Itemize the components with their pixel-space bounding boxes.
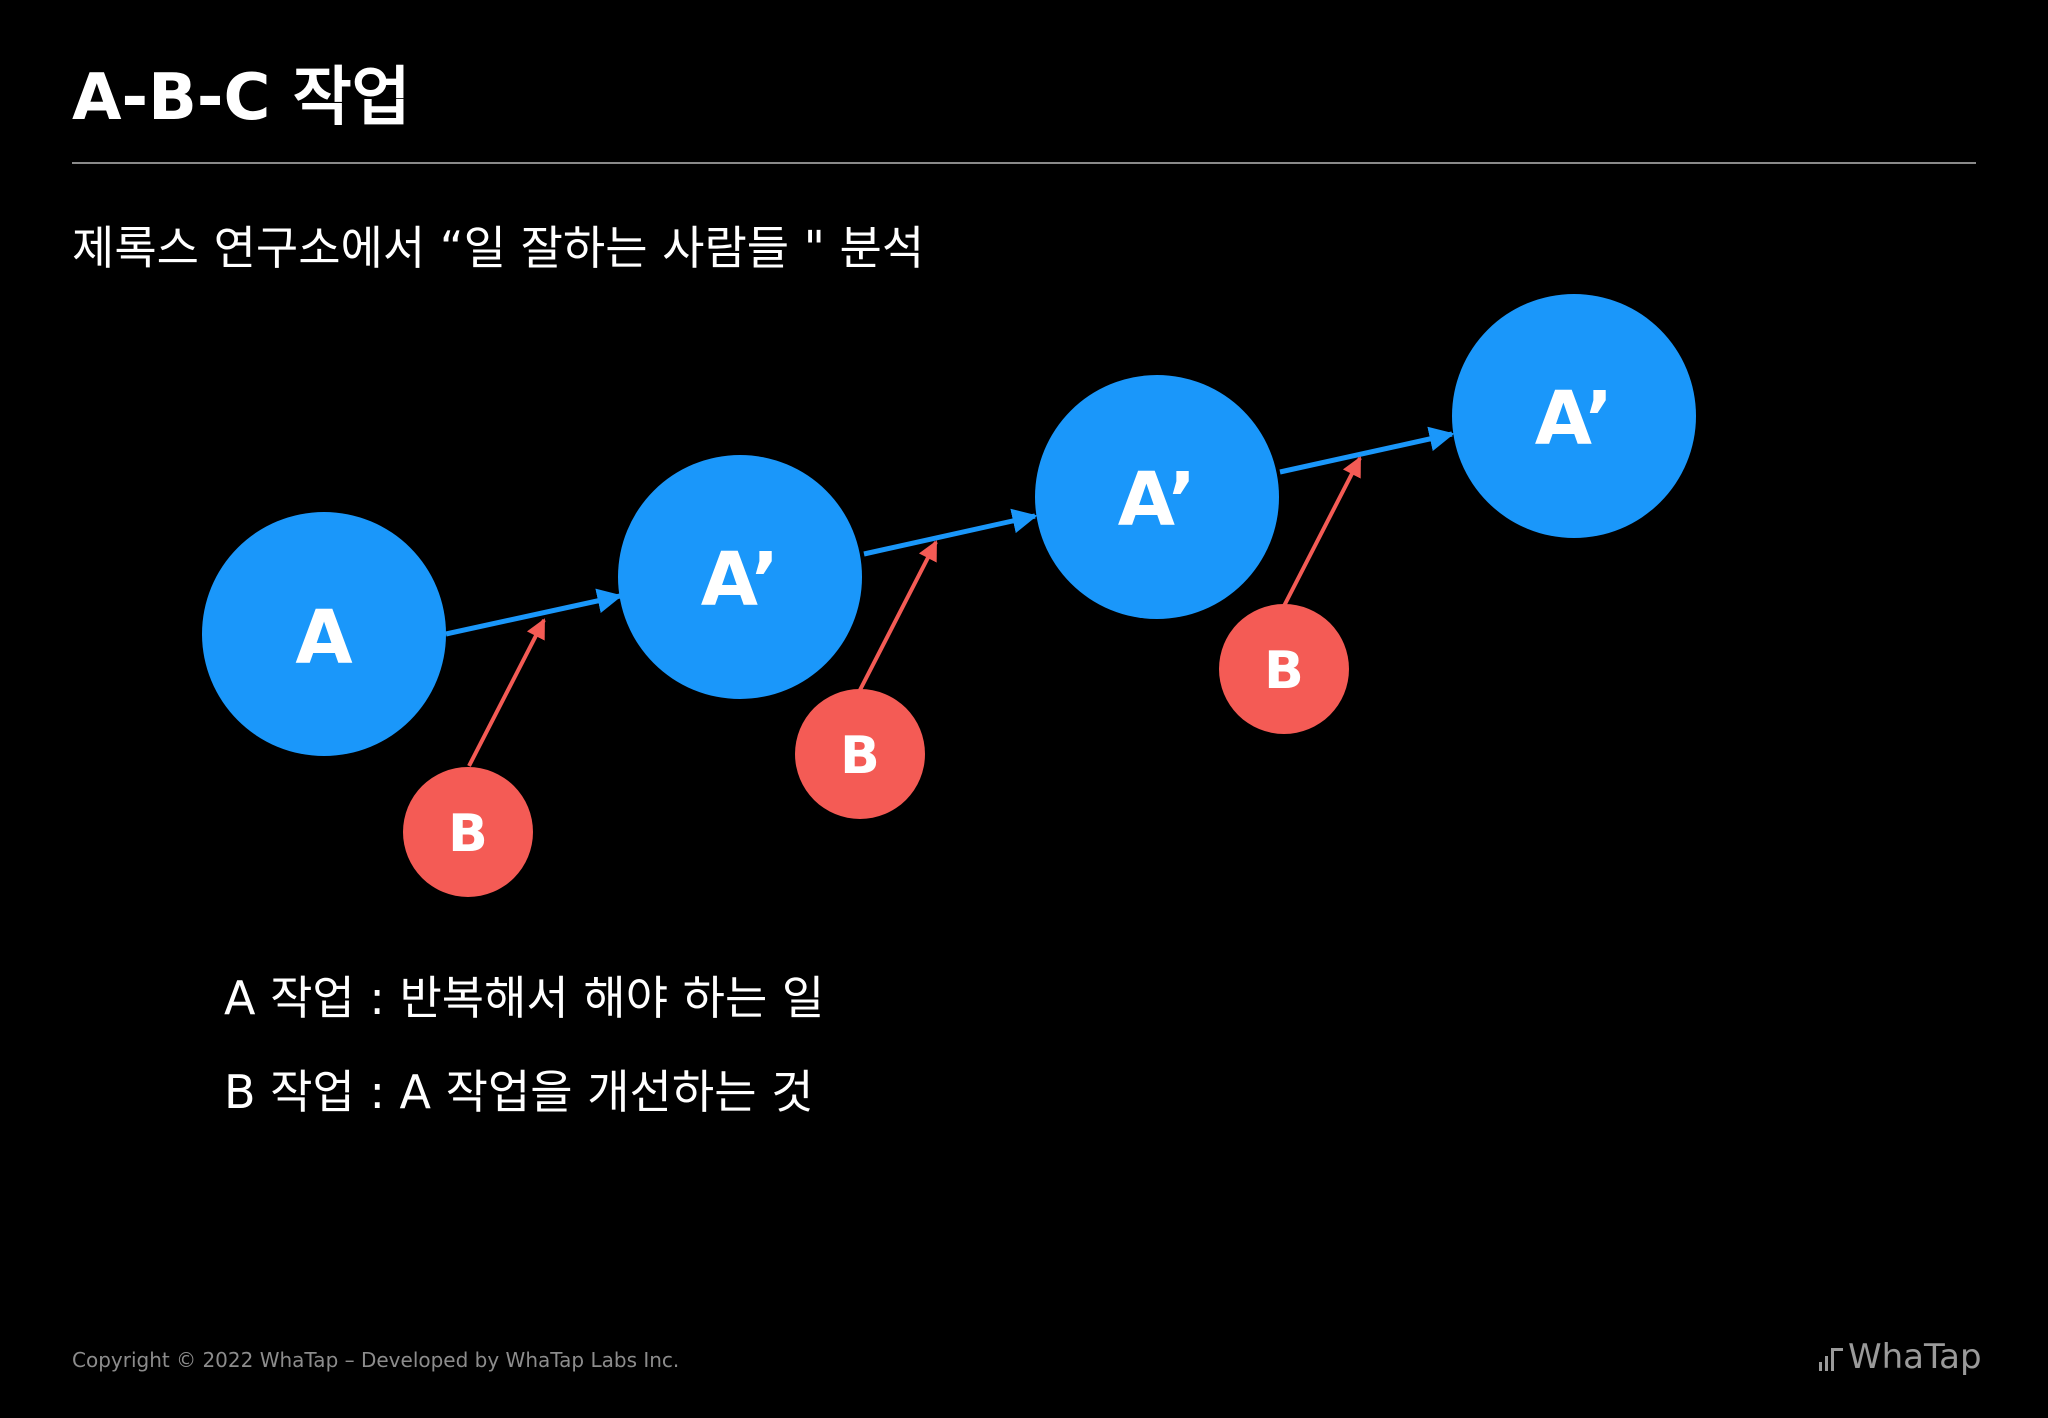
improvement-arrow-2 bbox=[858, 540, 938, 691]
bar-chart-icon bbox=[1819, 1348, 1843, 1371]
task-node-a-prime-3: A’ bbox=[1452, 294, 1696, 538]
improvement-node-b-2-label: B bbox=[840, 726, 880, 786]
task-node-a-prime-1-label: A’ bbox=[701, 537, 780, 623]
legend: A 작업 : 반복해서 해야 하는 일 B 작업 : A 작업을 개선하는 것 bbox=[224, 968, 824, 1122]
logo-text: WhaTap bbox=[1848, 1337, 1982, 1377]
improvement-node-b-2: B bbox=[795, 689, 925, 819]
task-node-a-prime-1: A’ bbox=[618, 455, 862, 699]
progress-arrow-2 bbox=[863, 508, 1038, 557]
improvement-node-b-1-label: B bbox=[448, 804, 488, 864]
improvement-arrow-3 bbox=[1282, 456, 1362, 607]
task-node-a-prime-3-label: A’ bbox=[1535, 376, 1614, 462]
improvement-arrow-1 bbox=[467, 618, 546, 767]
improvement-node-b-3: B bbox=[1219, 604, 1349, 734]
footer-copyright: Copyright © 2022 WhaTap – Developed by W… bbox=[72, 1348, 680, 1372]
legend-a-task: A 작업 : 반복해서 해야 하는 일 bbox=[224, 971, 825, 1025]
improvement-node-b-3-label: B bbox=[1264, 641, 1304, 701]
title-divider bbox=[72, 162, 1976, 164]
improvement-node-b-1: B bbox=[403, 767, 533, 897]
progress-arrow-1 bbox=[445, 588, 623, 637]
task-node-a-prime-2: A’ bbox=[1035, 375, 1279, 619]
slide-subtitle: 제록스 연구소에서 “일 잘하는 사람들 " 분석 bbox=[72, 221, 925, 275]
task-node-a: A bbox=[202, 512, 446, 756]
progress-arrow-3 bbox=[1279, 426, 1455, 475]
legend-b-task: B 작업 : A 작업을 개선하는 것 bbox=[224, 1065, 814, 1119]
task-node-a-prime-2-label: A’ bbox=[1118, 457, 1197, 543]
slide-title: A-B-C 작업 bbox=[72, 61, 411, 135]
task-node-a-label: A bbox=[295, 595, 352, 681]
whatap-logo: WhaTap bbox=[1818, 1336, 1982, 1378]
